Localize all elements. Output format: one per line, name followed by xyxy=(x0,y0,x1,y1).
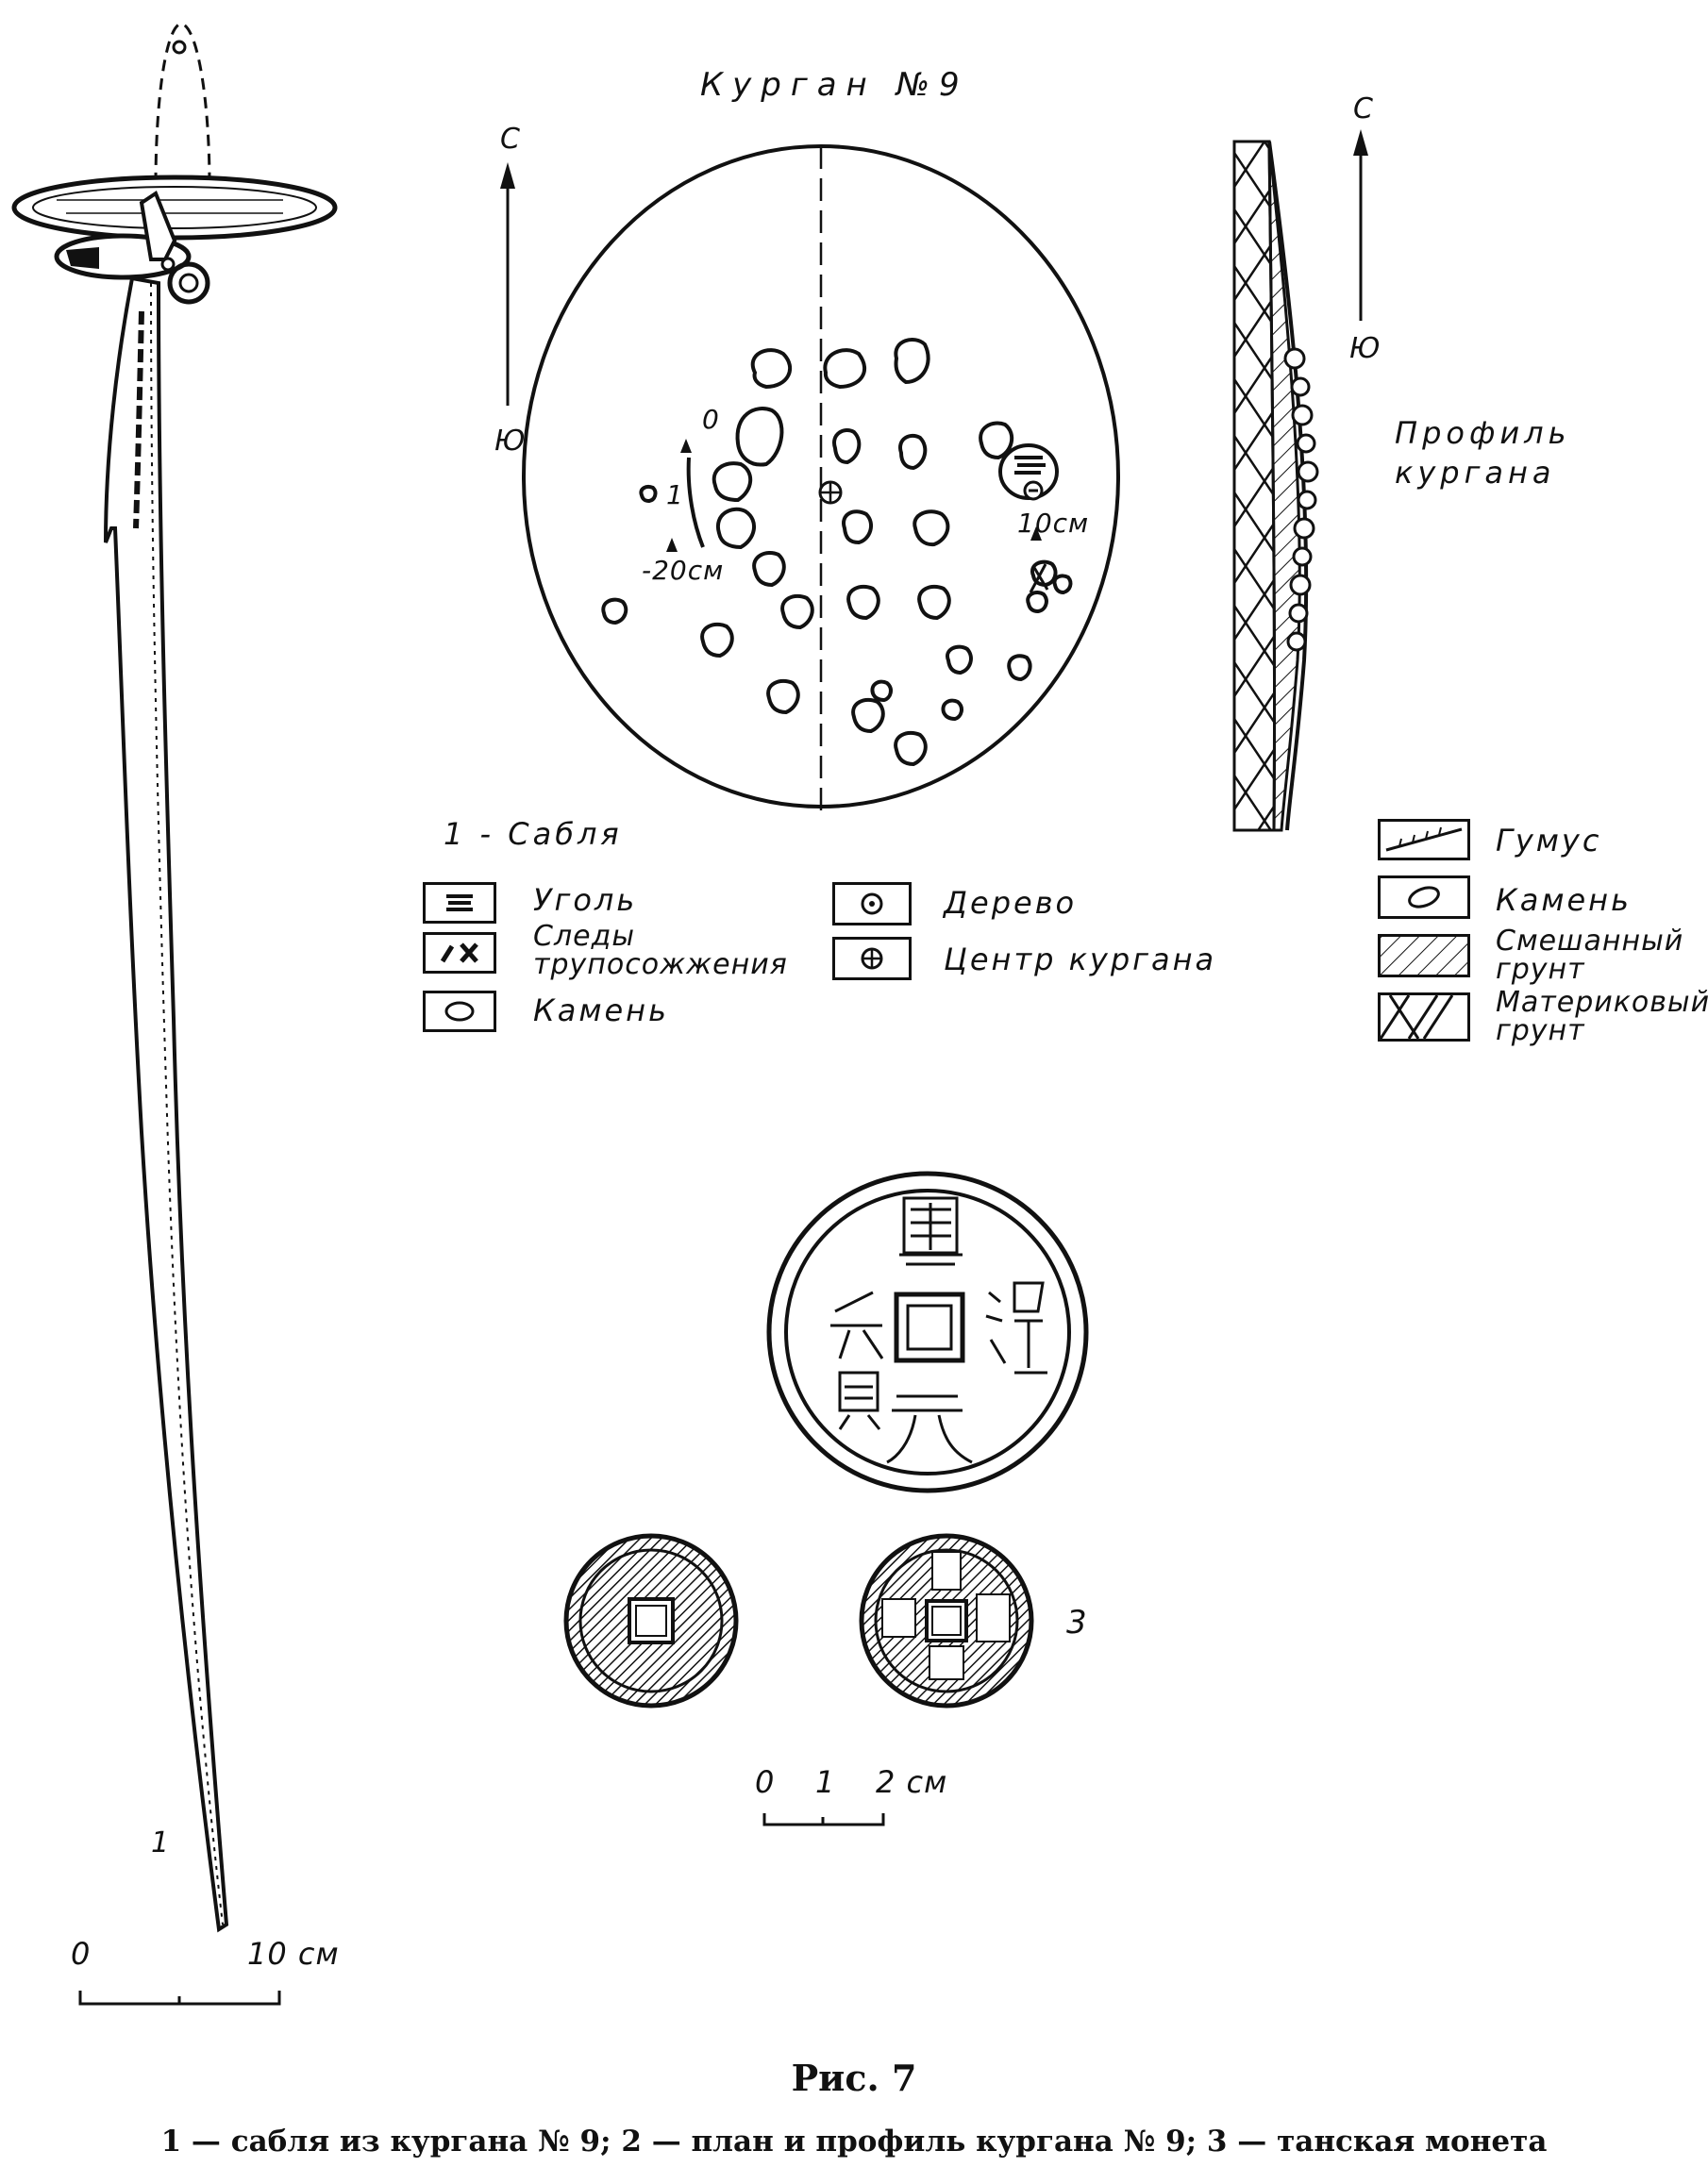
legend-stone-label: Камень xyxy=(533,992,669,1028)
profile-stones xyxy=(1283,347,1319,652)
plan-mark-minus20: -20см xyxy=(642,555,725,586)
legend-humus-label: Гумус xyxy=(1496,823,1602,859)
stone-symbol xyxy=(423,991,496,1032)
coin-scale-bar xyxy=(762,1813,885,1826)
legend-bedrock-label: Материковый грунт xyxy=(1496,986,1708,1047)
coin-scale-start: 0 xyxy=(755,1764,776,1800)
cremation-traces-symbol xyxy=(423,932,496,974)
saber-scale-start: 0 xyxy=(71,1936,92,1972)
plan-center-symbol xyxy=(818,480,843,505)
plan-mark-item1: 1 xyxy=(666,479,684,510)
saber-tassel-ring xyxy=(172,40,187,55)
legend-stone-right-label: Камень xyxy=(1496,882,1632,918)
profile-label-line1: Профиль xyxy=(1395,415,1571,451)
saber-blade-edge xyxy=(150,282,224,1926)
figure-caption: 1 — сабля из кургана № 9; 2 — план и про… xyxy=(160,2125,1548,2159)
plan-charcoal-wood-cluster xyxy=(998,443,1059,501)
small-coin-reverse xyxy=(563,1533,739,1709)
coin-glyphs xyxy=(830,1196,1047,1464)
humus-symbol xyxy=(1378,819,1470,860)
profile-north-label: С xyxy=(1353,92,1374,125)
legend-cremation-label: Следы трупосожжения xyxy=(533,920,788,981)
saber-scale-bar xyxy=(78,1991,281,2006)
saber-scale-end: 10 см xyxy=(247,1936,340,1972)
stone-symbol xyxy=(1378,875,1470,919)
saber-fuller xyxy=(133,310,144,529)
plan-north-label: С xyxy=(500,123,521,156)
figure-title: Рис. 7 xyxy=(791,2057,917,2099)
legend-charcoal-label: Уголь xyxy=(533,882,638,918)
profile-label-line2: кургана xyxy=(1395,455,1556,491)
plan-title: Курган №9 xyxy=(700,66,969,104)
plan-mark-plus10: 10см xyxy=(1017,508,1090,539)
legend-saber-title: 1 - Сабля xyxy=(444,816,623,852)
plan-mark-zero: 0 xyxy=(702,404,720,435)
small-coin-obverse xyxy=(859,1533,1034,1709)
charcoal-symbol xyxy=(423,882,496,924)
legend-wood-label: Дерево xyxy=(944,885,1078,921)
profile-south-label: Ю xyxy=(1349,332,1381,365)
large-coin-obverse xyxy=(766,1171,1089,1493)
profile-mixed xyxy=(1267,141,1301,832)
legend-center-label: Центр кургана xyxy=(944,942,1217,977)
plan-saber-marker xyxy=(686,457,705,548)
mixed-soil-symbol xyxy=(1378,934,1470,977)
bedrock-soil-symbol xyxy=(1378,992,1470,1042)
coin-scale-mid: 1 xyxy=(815,1764,836,1800)
legend-mixed-label: Смешанный грунт xyxy=(1496,925,1684,986)
saber-number: 1 xyxy=(151,1826,171,1859)
wood-symbol xyxy=(832,882,912,925)
coins-number: 3 xyxy=(1066,1604,1088,1642)
saber-blade xyxy=(104,275,229,1933)
profile-humus-line xyxy=(1267,141,1309,831)
coin-scale-end: 2 см xyxy=(876,1764,948,1800)
plan-south-label: Ю xyxy=(494,425,527,458)
plan-stones xyxy=(601,338,1073,767)
saber-suspension xyxy=(139,190,177,261)
center-symbol xyxy=(832,937,912,980)
